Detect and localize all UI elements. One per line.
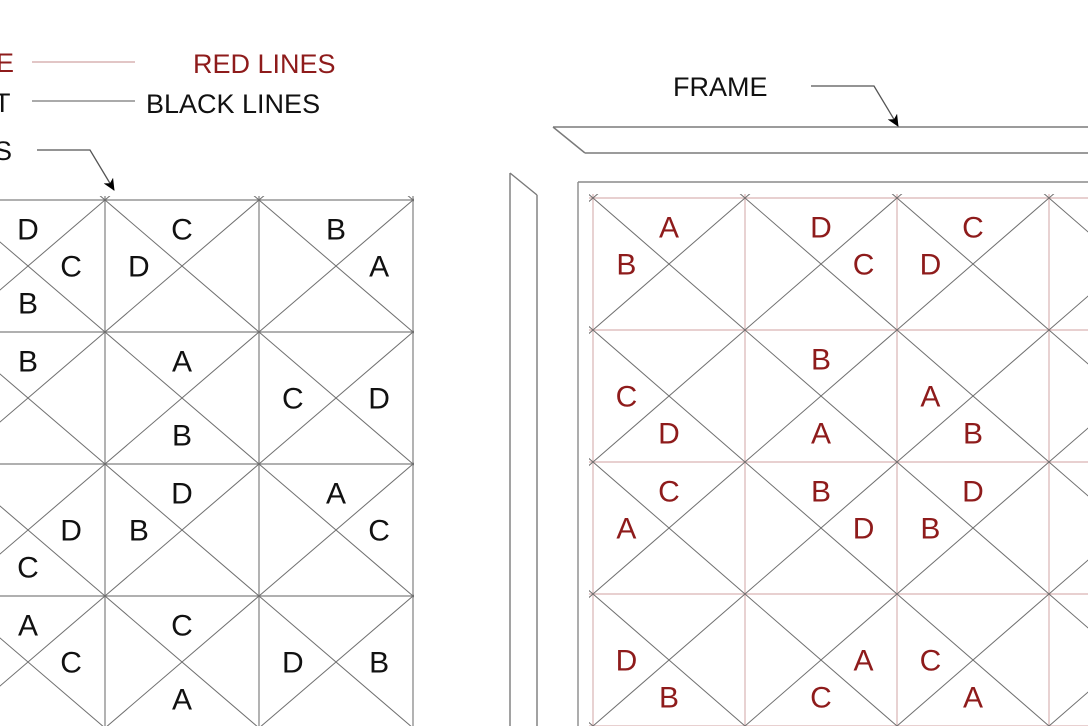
grid-cell-letter: D	[810, 212, 832, 245]
grid-cell-letter: A	[811, 418, 831, 451]
grid-cell-letter: B	[369, 647, 389, 680]
grid-cell-letter: D	[60, 515, 82, 548]
left-leader-annotation: S	[0, 136, 115, 191]
grid-cell-letter: C	[171, 610, 193, 643]
legend-red-truncated-prefix: E	[0, 48, 14, 78]
grid-cell-letter: D	[920, 249, 942, 282]
left-leader-line	[37, 149, 115, 191]
grid-cell-letter: C	[171, 214, 193, 247]
grid-letters: DCBCDBABAABCDDCDBACACCADB	[17, 214, 390, 717]
grid-cell-letter: C	[658, 476, 680, 509]
grid-cell-letter: B	[326, 214, 346, 247]
legend: E RED LINES T BLACK LINES S	[0, 48, 336, 191]
grid-cell-letter: A	[18, 610, 38, 643]
legend-red-label: RED LINES	[193, 49, 336, 79]
grid-cell-letter: D	[368, 383, 390, 416]
grid-cell-letter: A	[920, 381, 940, 414]
grid-cell-letter: D	[282, 647, 304, 680]
frame-top-band	[552, 126, 1088, 154]
grid-cell-letter: A	[659, 212, 679, 245]
legend-item-black: T BLACK LINES	[0, 88, 320, 119]
grid-cell-letter: D	[171, 478, 193, 511]
black-lines-grid: DCBCDBABAABCDDCDBACACCADB	[0, 196, 414, 726]
grid-cell-letter: B	[129, 515, 149, 548]
grid-cell-letter: A	[369, 251, 389, 284]
grid-cell-letter: B	[18, 346, 38, 379]
grid-cell-letter: B	[172, 420, 192, 453]
grid-cell-letter: C	[282, 383, 304, 416]
grid-cell-letter: D	[962, 476, 984, 509]
grid-cell-letter: B	[659, 682, 679, 715]
legend-black-truncated-prefix: T	[0, 88, 11, 118]
grid-cell-letter: C	[810, 682, 832, 715]
grid-cell-letter: A	[172, 684, 192, 717]
grid-cell-letter: C	[368, 515, 390, 548]
grid-cell-letter: C	[920, 645, 942, 678]
grid-cell-letter: C	[17, 552, 39, 585]
grid-cell-letter: D	[853, 513, 875, 546]
grid-lines	[0, 196, 414, 726]
frame-callout: FRAME	[673, 72, 899, 127]
grid-cell-letter: C	[853, 249, 875, 282]
frame-leader-line	[811, 85, 899, 127]
grid-cell-letter: A	[326, 478, 346, 511]
grid-cell-letter: B	[811, 476, 831, 509]
grid-cell-letter: C	[962, 212, 984, 245]
isometric-frame	[509, 126, 1088, 726]
frame-left-band	[509, 172, 538, 726]
grid-cell-letter: B	[963, 418, 983, 451]
grid-cell-letter: D	[128, 251, 150, 284]
left-leader-truncated-text: S	[0, 136, 12, 166]
grid-cell-letter: C	[60, 647, 82, 680]
grid-cell-letter: B	[811, 344, 831, 377]
frame-callout-label: FRAME	[673, 72, 768, 102]
grid-cell-letter: D	[616, 645, 638, 678]
grid-cell-letter: A	[172, 346, 192, 379]
frame-inner-border	[577, 181, 1088, 726]
legend-black-label: BLACK LINES	[146, 89, 320, 119]
grid-cell-letter: D	[17, 214, 39, 247]
grid-cell-letter: C	[60, 251, 82, 284]
grid-cell-letter: B	[920, 513, 940, 546]
legend-item-red: E RED LINES	[0, 48, 336, 79]
grid-cell-letter: D	[658, 418, 680, 451]
grid-cell-letter: A	[963, 682, 983, 715]
grid-cell-letter: A	[854, 645, 874, 678]
grid-cell-letter: A	[616, 513, 636, 546]
grid-cell-letter: B	[616, 249, 636, 282]
grid-lines	[589, 194, 1088, 726]
grid-cell-letter: C	[616, 381, 638, 414]
grid-cell-letter: B	[18, 288, 38, 321]
